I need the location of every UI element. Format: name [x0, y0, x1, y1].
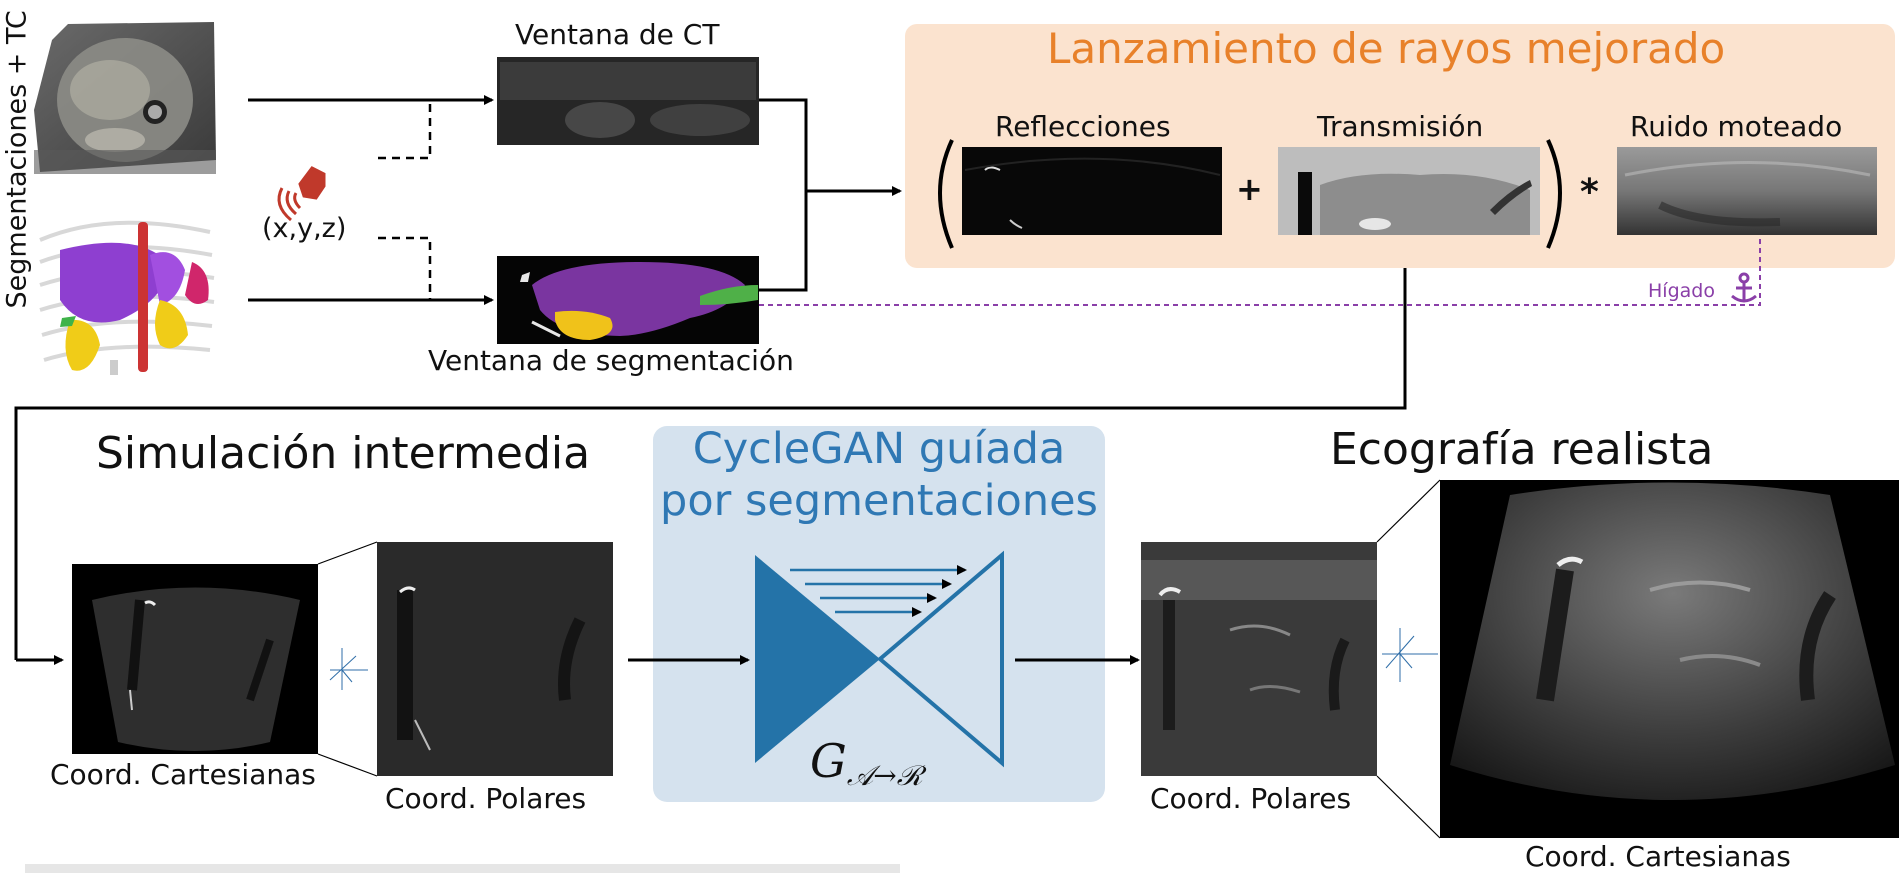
segmentation-window-image [497, 256, 759, 344]
seg-window-title: Ventana de segmentación [428, 344, 794, 377]
bottom-bar [25, 864, 900, 873]
intermediate-title: Simulación intermedia [96, 428, 591, 479]
cyclegan-panel [653, 426, 1105, 802]
plus-symbol: + [1236, 170, 1263, 208]
probe-position-label: (x,y,z) [262, 213, 347, 244]
generator-subscript: 𝒜→ℛ [846, 759, 923, 792]
intermediate-cartesian-label: Coord. Cartesianas [50, 758, 316, 791]
intermediate-cartesian-image [72, 564, 318, 754]
transmission-label: Transmisión [1317, 110, 1484, 143]
inputs-side-label: Segmentaciones + TC [1, 10, 33, 309]
liver-label: Hígado [1648, 280, 1715, 302]
realistic-title: Ecografía realista [1330, 424, 1714, 475]
ct-window-title: Ventana de CT [515, 18, 720, 51]
open-parenthesis [938, 139, 954, 249]
speckle-noise-image [1617, 147, 1877, 235]
realistic-cartesian-label: Coord. Cartesianas [1525, 840, 1791, 873]
raycasting-title: Lanzamiento de rayos mejorado [1047, 24, 1726, 73]
axes-icon-2 [1382, 628, 1438, 682]
intermediate-polar-label: Coord. Polares [385, 782, 587, 815]
generator-symbol: G [810, 734, 847, 788]
probe-icon [277, 166, 326, 222]
axes-icon [329, 648, 368, 690]
close-parenthesis [1546, 139, 1562, 249]
generator-shape [755, 550, 1004, 768]
times-symbol: * [1580, 172, 1599, 213]
realistic-polar-image [1141, 542, 1377, 776]
realistic-polar-label: Coord. Polares [1150, 782, 1352, 815]
realistic-cartesian-image [1440, 480, 1899, 838]
cyclegan-title-line1: CycleGAN guíada [692, 424, 1066, 474]
speckle-label: Ruido moteado [1630, 110, 1843, 143]
generator-label: G𝒜→ℛ [810, 734, 923, 793]
ct-volume-image [34, 22, 216, 174]
transmission-image [1278, 147, 1540, 235]
reflections-image [962, 147, 1222, 235]
segmentation-3d-image [39, 220, 215, 375]
anchor-icon [1731, 272, 1757, 303]
intermediate-polar-image [377, 542, 613, 776]
reflections-label: Reflecciones [995, 110, 1171, 143]
ct-window-image [497, 57, 759, 145]
cyclegan-title-line2: por segmentaciones [660, 476, 1098, 526]
